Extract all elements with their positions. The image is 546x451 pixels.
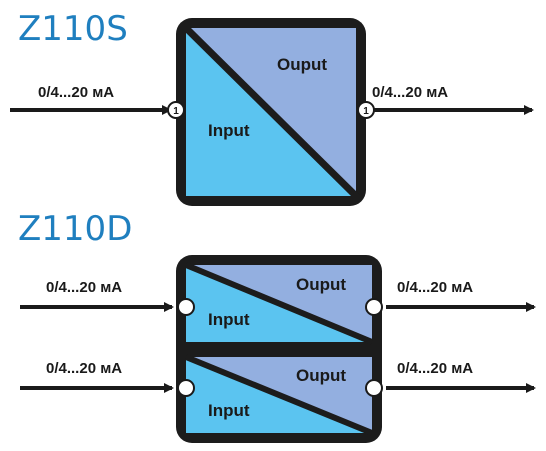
z110d-channel-2-divider <box>184 354 374 436</box>
z110d-channel-2: Ouput Input <box>184 354 374 436</box>
z110d-channel-2-input-label: Input <box>208 401 250 420</box>
z110d-channel-1-output-label: Ouput <box>296 275 346 294</box>
z110s-output-label: Ouput <box>277 55 327 74</box>
z110d-channel-1-input-port <box>177 298 195 316</box>
z110s-title: Z110S <box>18 9 128 49</box>
z110d-channel-2-output-label: Ouput <box>296 366 346 385</box>
z110d-channel-2-output-port <box>365 379 383 397</box>
z110d-channel-1: Ouput Input <box>184 262 374 345</box>
z110d-channel-1-input-signal-label: 0/4...20 мА <box>46 279 122 296</box>
z110s-input-signal-label: 0/4...20 мА <box>38 84 114 101</box>
z110d-channel-2-input-signal-label: 0/4...20 мА <box>46 360 122 377</box>
z110s-output-port: 1 <box>357 101 375 119</box>
z110s-divider <box>181 23 361 201</box>
z110d-channel-1-input-label: Input <box>208 310 250 329</box>
z110s-module: Ouput Input <box>176 18 366 206</box>
z110d-channel-2-output-signal-label: 0/4...20 мА <box>397 360 473 377</box>
z110s-output-port-number: 1 <box>363 106 369 117</box>
z110s-input-port-number: 1 <box>173 106 179 117</box>
z110d-channel-1-output-port <box>365 298 383 316</box>
z110s-input-port: 1 <box>167 101 185 119</box>
z110s-input-label: Input <box>208 121 250 140</box>
z110d-channel-1-divider <box>184 262 374 345</box>
z110d-channel-2-input-port <box>177 379 195 397</box>
z110d-title: Z110D <box>18 209 132 249</box>
z110d-channel-1-output-signal-label: 0/4...20 мА <box>397 279 473 296</box>
z110s-output-signal-label: 0/4...20 мА <box>372 84 448 101</box>
